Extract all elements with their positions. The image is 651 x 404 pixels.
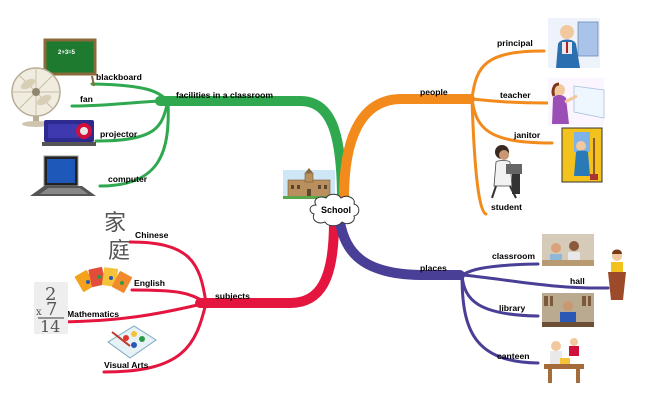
hall-podium-icon bbox=[608, 249, 626, 300]
principal-icon bbox=[548, 18, 600, 68]
svg-text:2: 2 bbox=[45, 284, 56, 305]
svg-text:14: 14 bbox=[40, 317, 60, 336]
places-trunk bbox=[335, 217, 465, 280]
places-sub-branches bbox=[460, 262, 610, 365]
leaf-label-visual-arts[interactable]: Visual Arts bbox=[104, 360, 149, 370]
school-building-icon bbox=[283, 168, 335, 199]
computer-icon bbox=[30, 155, 96, 196]
branch-label-places[interactable]: places bbox=[420, 263, 447, 273]
subjects-sub-branches bbox=[48, 240, 208, 374]
subjects-trunk bbox=[195, 217, 339, 308]
center-cloud bbox=[309, 193, 360, 227]
leaf-label-teacher[interactable]: teacher bbox=[500, 90, 531, 100]
library-photo-icon bbox=[542, 293, 594, 327]
english-cards-icon bbox=[74, 266, 133, 293]
leaf-label-computer[interactable]: computer bbox=[108, 174, 148, 184]
branch-label-people[interactable]: people bbox=[420, 87, 448, 97]
svg-text:x: x bbox=[36, 307, 42, 318]
student-icon bbox=[491, 145, 522, 199]
leaf-label-english[interactable]: English bbox=[134, 278, 165, 288]
leaf-label-principal[interactable]: principal bbox=[497, 38, 533, 48]
janitor-icon bbox=[561, 127, 603, 183]
art-palette-icon bbox=[107, 325, 157, 359]
branch-label-subjects[interactable]: subjects bbox=[215, 291, 250, 301]
svg-text:7: 7 bbox=[46, 299, 57, 320]
svg-text:家: 家 bbox=[104, 211, 126, 236]
leaf-label-mathematics[interactable]: Mathematics bbox=[67, 309, 119, 319]
leaf-label-chinese[interactable]: Chinese bbox=[135, 230, 169, 240]
canteen-icon bbox=[544, 338, 584, 383]
teacher-icon bbox=[548, 78, 605, 126]
leaf-label-blackboard[interactable]: blackboard bbox=[96, 72, 142, 82]
facilities-sub-branches bbox=[70, 82, 170, 188]
center-label: School bbox=[321, 205, 351, 215]
leaf-label-student[interactable]: student bbox=[491, 202, 522, 212]
math-fraction-icon: 2 x 7 14 bbox=[34, 282, 68, 336]
branch-label-facilities[interactable]: facilities in a classroom bbox=[176, 90, 273, 100]
leaf-label-projector[interactable]: projector bbox=[100, 129, 138, 139]
leaf-label-fan[interactable]: fan bbox=[80, 94, 93, 104]
fan-icon bbox=[11, 67, 61, 127]
classroom-photo-icon bbox=[542, 234, 594, 266]
center-node[interactable]: School bbox=[283, 168, 360, 227]
svg-text:庭: 庭 bbox=[108, 239, 130, 264]
svg-text:2+3=5: 2+3=5 bbox=[58, 50, 76, 56]
leaf-label-janitor[interactable]: janitor bbox=[513, 130, 541, 140]
leaf-label-classroom[interactable]: classroom bbox=[492, 251, 535, 261]
leaf-label-library[interactable]: library bbox=[499, 303, 525, 313]
people-sub-branches bbox=[470, 49, 554, 216]
projector-icon bbox=[42, 120, 96, 146]
chinese-characters-icon: 家 庭 bbox=[104, 211, 130, 264]
leaf-label-hall[interactable]: hall bbox=[570, 276, 585, 286]
people-trunk bbox=[339, 94, 475, 203]
leaf-label-canteen[interactable]: canteen bbox=[497, 351, 529, 361]
